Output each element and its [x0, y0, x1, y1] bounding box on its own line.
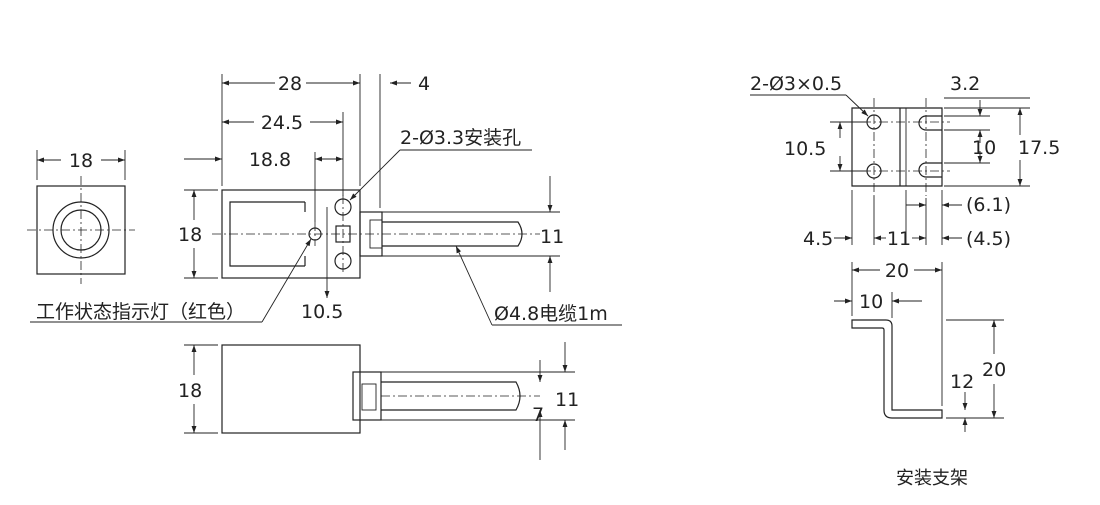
front-view-led-leader	[261, 238, 312, 323]
front-view: 28 4 24.5 18.8 18 10.5 2-Ø3.3安装孔 11	[30, 73, 622, 326]
bracket-top-right-label: (4.5)	[966, 228, 1011, 250]
bracket-side-leg-label: 10	[859, 291, 883, 313]
bracket-top-slot-upper	[918, 115, 942, 131]
bracket-top-hole-pitch-label: 10.5	[784, 138, 826, 160]
side-view-cable-inner-label: 7	[532, 404, 544, 426]
bracket-top-slot-width-label: 3.2	[950, 73, 980, 95]
bracket-side-profile	[851, 319, 943, 419]
bracket-top-slot-lower	[918, 162, 942, 178]
front-view-hole-pitch-label: 10.5	[301, 301, 343, 323]
bracket-top-slot-pitch-label: 10	[972, 137, 996, 159]
bracket-top-mid-label: 11	[887, 228, 911, 250]
front-view-hole-spacing-label: 24.5	[261, 112, 303, 134]
bracket-top-view: 2-Ø3×0.5 3.2 17.5 10 10.5 (6.1)	[750, 73, 1060, 250]
front-view-cable-leader	[455, 245, 493, 326]
front-view-cable-dim-label: 11	[540, 226, 564, 248]
front-view-hole-leader	[349, 149, 401, 201]
side-view-housing	[221, 344, 361, 434]
side-view-cable-gland	[352, 371, 382, 421]
bracket-top-outline	[851, 107, 943, 187]
side-view-cable-outer-label: 11	[555, 389, 579, 411]
front-view-led-position-label: 18.8	[249, 149, 291, 171]
bracket-top-height-label: 17.5	[1018, 137, 1060, 159]
bracket-caption: 安装支架	[896, 468, 968, 489]
front-view-width-label: 28	[278, 73, 302, 95]
bracket-top-slot-leader	[845, 94, 869, 117]
end-view: 18	[27, 150, 135, 284]
side-view-cable-gland-inner	[361, 383, 377, 411]
bracket-top-offset-label: (6.1)	[966, 194, 1011, 216]
front-view-height-label: 18	[178, 224, 202, 246]
bracket-side-height-label: 20	[982, 359, 1006, 381]
bracket-top-slot-callout: 2-Ø3×0.5	[750, 73, 842, 95]
bracket-side-width-label: 20	[885, 260, 909, 282]
front-view-hole-callout: 2-Ø3.3安装孔	[400, 127, 521, 149]
side-view: 18 11 7	[178, 342, 579, 460]
front-view-cable-callout: Ø4.8电缆1m	[494, 303, 608, 325]
side-view-height-label: 18	[178, 380, 202, 402]
front-view-cable-offset-label: 4	[418, 73, 430, 95]
bracket-side-inner-height-label: 12	[950, 371, 974, 393]
front-view-led-callout: 工作状态指示灯（红色）	[36, 301, 245, 323]
bracket-side-view: 20 10 20 12	[834, 260, 1006, 432]
end-view-width-label: 18	[69, 150, 93, 172]
bracket-top-left-label: 4.5	[803, 228, 833, 250]
